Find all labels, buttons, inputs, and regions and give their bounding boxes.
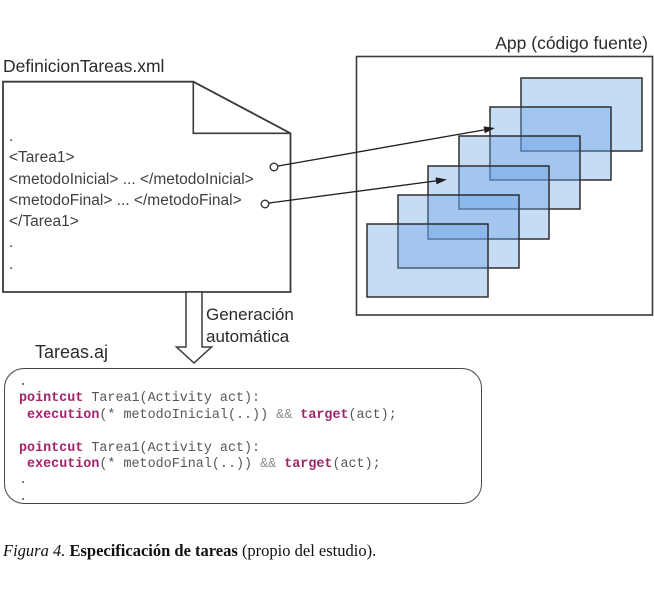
generation-label-line2: automática [206, 327, 290, 346]
activity-window-stack [366, 77, 643, 298]
xml-line: . [9, 234, 14, 252]
code-token: . [19, 473, 28, 489]
code-line: . [19, 489, 481, 504]
xml-file-title: DefinicionTareas.xml [3, 56, 165, 76]
code-line: . [19, 473, 481, 489]
figure-caption-suffix: (propio del estudio). [241, 541, 377, 560]
code-keyword: target [300, 407, 349, 423]
generation-label: Generación automática [206, 304, 294, 348]
code-token: (* metodoFinal(..)) [99, 457, 261, 473]
code-line [19, 424, 481, 440]
code-token: && [260, 457, 277, 473]
code-token: && [276, 407, 293, 423]
aspect-code-block: .pointcut Tarea1(Activity act): executio… [4, 368, 482, 504]
folded-corner [192, 81, 291, 135]
code-keyword: execution [27, 457, 100, 473]
figure-caption-label: Figura 4. [3, 541, 66, 560]
xml-line: . [9, 255, 14, 273]
xml-line: <Tarea1> [9, 149, 75, 167]
connector-metodo-final [260, 177, 447, 209]
code-token: . [19, 489, 28, 504]
code-keyword: execution [27, 407, 100, 423]
code-token: (act); [332, 457, 381, 473]
aspect-file-title: Tareas.aj [35, 342, 109, 362]
code-token: (act); [348, 407, 397, 423]
code-token [19, 408, 27, 423]
code-keyword: target [284, 457, 333, 473]
code-line: pointcut Tarea1(Activity act): [19, 391, 481, 407]
code-line: execution(* metodoInicial(..)) && target… [19, 408, 481, 424]
activity-window [489, 106, 612, 181]
arrowhead-icon [483, 126, 495, 134]
connector-dot-icon [269, 162, 279, 172]
app-box [355, 55, 654, 316]
code-token [19, 457, 27, 472]
arrowhead-icon [435, 177, 447, 185]
figure-caption-title: Especificación de tareas [69, 541, 238, 560]
code-token: Tarea1(Activity act): [83, 391, 261, 407]
xml-line: <metodoFinal> ... </metodoFinal> [9, 191, 242, 209]
connector-dot-icon [260, 199, 270, 209]
generation-label-line1: Generación [206, 305, 294, 324]
xml-document-shape [2, 80, 292, 293]
code-token: (* metodoInicial(..)) [99, 407, 277, 423]
code-token [276, 457, 284, 472]
app-box-title: App (código fuente) [495, 33, 648, 53]
code-token: . [19, 375, 28, 390]
activity-window [520, 77, 643, 152]
generation-block-arrow-icon [174, 291, 214, 365]
xml-line: <metodoInicial> ... </metodoInicial> [9, 170, 254, 188]
connector-metodo-inicial [269, 126, 495, 172]
xml-document-content: . <Tarea1> <metodoInicial> ... </metodoI… [9, 126, 254, 275]
code-line: . [19, 375, 481, 391]
code-token: Tarea1(Activity act): [83, 440, 261, 456]
code-line: execution(* metodoFinal(..)) && target(a… [19, 457, 481, 473]
code-keyword: pointcut [19, 440, 84, 456]
code-line: pointcut Tarea1(Activity act): [19, 441, 481, 457]
xml-line: . [9, 128, 14, 145]
activity-window [397, 194, 520, 269]
xml-line: </Tarea1> [9, 213, 79, 231]
activity-window [366, 223, 489, 298]
figure-caption: Figura 4. Especificación de tareas (prop… [3, 541, 376, 561]
code-keyword: pointcut [19, 391, 84, 407]
